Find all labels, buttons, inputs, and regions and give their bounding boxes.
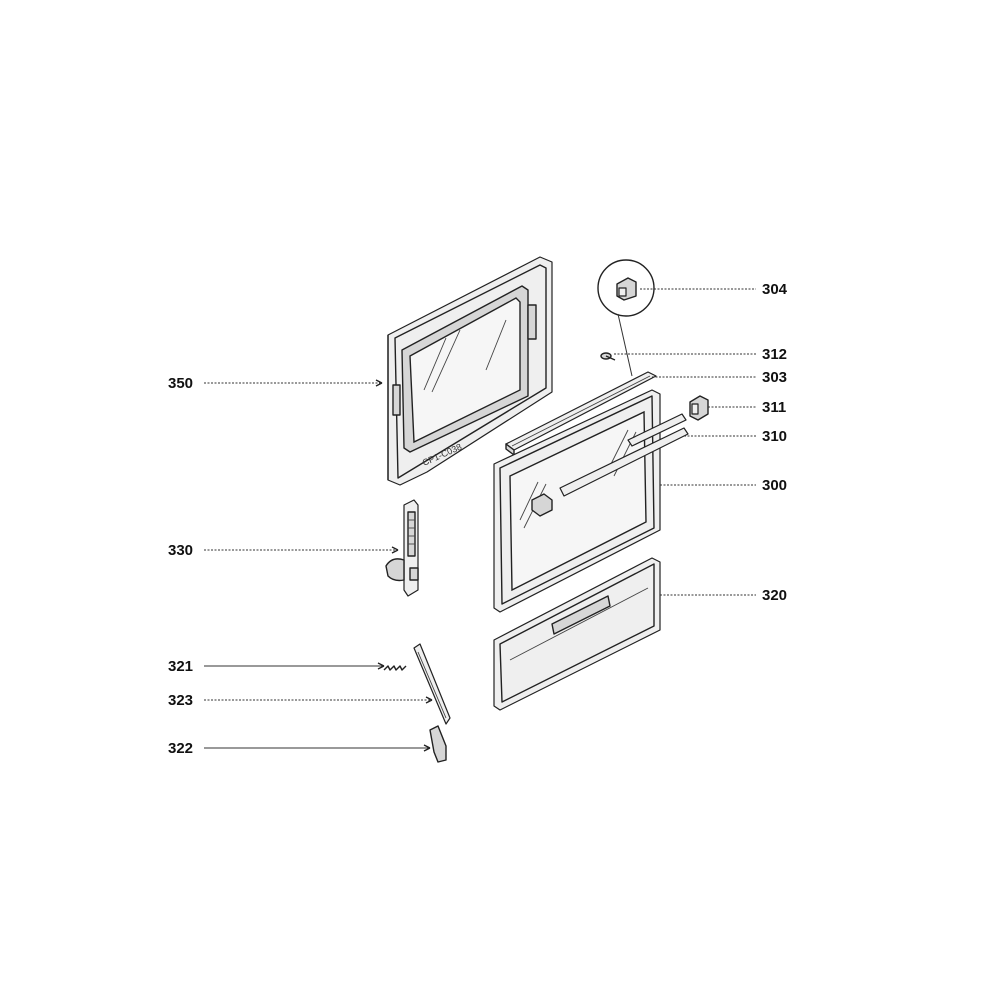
outer-door-300 (493, 389, 689, 613)
screw-312 (600, 352, 616, 361)
hinge-cam-322 (429, 725, 447, 763)
handle-rod-310 (627, 413, 687, 447)
callout-330: 330 (168, 542, 193, 559)
drawer-front-320 (493, 557, 661, 711)
handle-bracket-311 (689, 395, 709, 421)
callout-303: 303 (762, 369, 787, 386)
clip-304-detail (597, 259, 655, 377)
callout-300: 300 (762, 477, 787, 494)
inner-door-panel-350: CP1-C038 (387, 256, 553, 486)
callout-304: 304 (762, 281, 788, 298)
callout-310: 310 (762, 428, 787, 445)
callout-322: 322 (168, 740, 193, 757)
callout-350: 350 (168, 375, 193, 392)
callout-321: 321 (168, 658, 193, 675)
callout-312: 312 (762, 346, 787, 363)
callout-320: 320 (762, 587, 787, 604)
callout-323: 323 (168, 692, 193, 709)
callout-311: 311 (762, 399, 786, 416)
spring-321 (383, 665, 407, 671)
hinge-330 (385, 499, 419, 597)
hinge-arm-323 (413, 643, 451, 725)
